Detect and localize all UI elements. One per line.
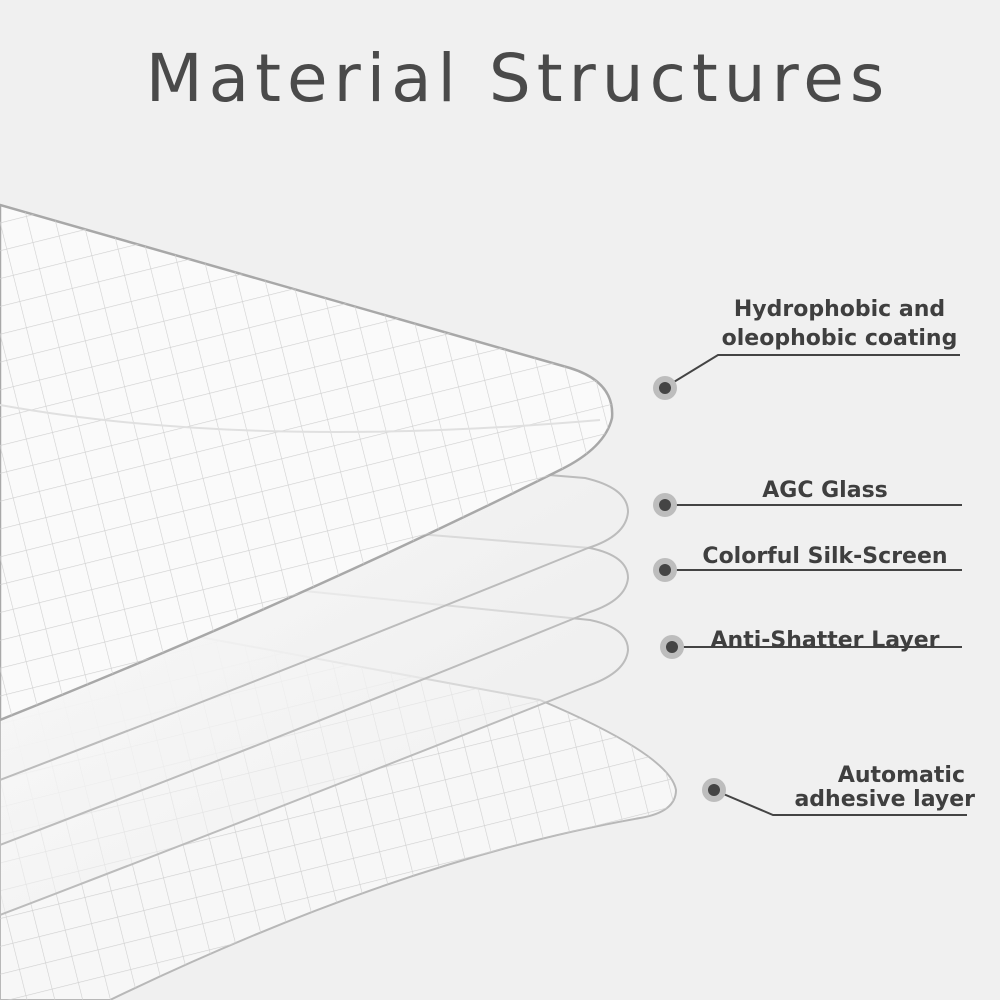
label-silk-screen: Colorful Silk-Screen — [702, 544, 948, 569]
label-anti-shatter: Anti-Shatter Layer — [710, 628, 940, 653]
label-agc-glass: AGC Glass — [762, 478, 888, 503]
label-adhesive: Automatic adhesive layer — [780, 764, 975, 812]
page-title: Material Structures — [145, 40, 891, 117]
coating-sheet — [0, 203, 614, 722]
label-coating-line1: Hydrophobic and — [733, 297, 946, 322]
callout-dots — [653, 376, 726, 802]
label-adhesive-line2: adhesive layer — [794, 787, 975, 812]
label-coating-line2: oleophobic coating — [721, 326, 958, 351]
label-coating: Hydrophobic and oleophobic coating — [712, 295, 967, 353]
label-adhesive-line1: Automatic — [837, 763, 965, 788]
callout-lines — [663, 354, 967, 816]
